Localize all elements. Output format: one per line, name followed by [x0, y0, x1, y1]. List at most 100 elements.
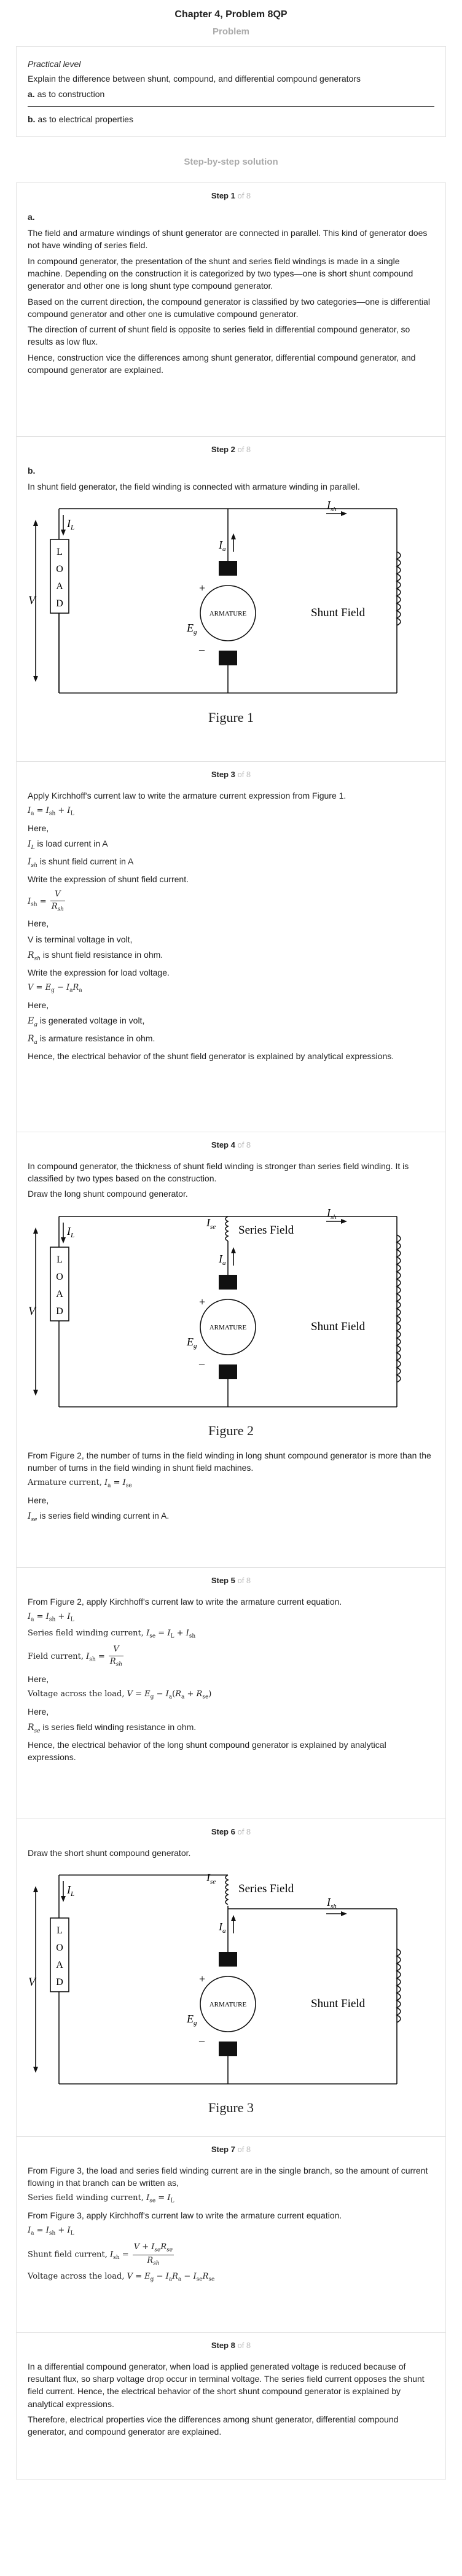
- load-letter: O: [56, 1943, 63, 1953]
- problem-part-a: a. as to construction: [28, 88, 105, 99]
- ise-label: Ise: [206, 1216, 216, 1231]
- step-paragraph: Draw the short shunt compound generator.: [28, 1847, 191, 1858]
- step-paragraph: From Figure 2, the number of turns in th…: [28, 1450, 431, 1473]
- plus-sign: +: [199, 582, 205, 594]
- il-label: IL: [66, 517, 74, 531]
- step-label: b.: [28, 465, 36, 476]
- here-text: Here,: [28, 1000, 49, 1010]
- v-label: V: [28, 1976, 37, 1989]
- here-text: Here,: [28, 823, 49, 833]
- step-6: Step 6 of 8 Draw the short shunt compoun…: [16, 1818, 446, 2137]
- step-title: Step 8 of 8: [211, 2340, 251, 2350]
- step-title: Step 4 of 8: [211, 1140, 251, 1149]
- plus-sign: +: [199, 1296, 205, 1308]
- eg-label: Eg: [186, 2013, 197, 2027]
- step-paragraph: Therefore, electrical properties vice th…: [28, 2414, 399, 2437]
- step-paragraph: In shunt field generator, the field wind…: [28, 482, 360, 492]
- problem-heading: Problem: [212, 26, 249, 37]
- load-letter: A: [56, 1960, 63, 1970]
- var-desc: Ise is series field winding current in A…: [28, 1511, 170, 1524]
- armature-label: ARMATURE: [209, 2001, 247, 2008]
- shunt-field-label: Shunt Field: [311, 1320, 366, 1333]
- equation: Ia = Ish + IL: [28, 1612, 74, 1623]
- step-1: Step 1 of 8 a. The field and armature wi…: [16, 182, 446, 437]
- var-desc: Ish is shunt field current in A: [28, 856, 134, 869]
- equation: Voltage across the load, V = Eg − Ia(Ra …: [28, 1689, 212, 1701]
- equation: Voltage across the load, V = Eg − IaRa −…: [28, 2272, 215, 2283]
- plus-sign: +: [199, 1973, 205, 1985]
- step-title: Step 6 of 8: [211, 1826, 251, 1836]
- step-paragraph: The field and armature windings of shunt…: [28, 228, 428, 251]
- load-letter: O: [56, 564, 63, 574]
- problem-box: Practical level Explain the difference b…: [16, 45, 446, 138]
- load-letter: D: [56, 1977, 63, 1987]
- shunt-field-label: Shunt Field: [311, 1997, 366, 2010]
- eg-label: Eg: [186, 1336, 197, 1350]
- minus-sign: –: [198, 1357, 205, 1369]
- figure-caption: Figure 1: [208, 709, 254, 725]
- step-paragraph: Draw the long shunt compound generator.: [28, 1189, 188, 1199]
- load-letter: A: [56, 581, 63, 592]
- step-paragraph: In compound generator, the thickness of …: [28, 1161, 409, 1184]
- load-letter: D: [56, 1306, 63, 1317]
- equation: Series field winding current, Ise = IL: [28, 2193, 174, 2204]
- ish-label: Ish: [326, 499, 337, 513]
- here-text: Here,: [28, 1674, 49, 1684]
- step-4: Step 4 of 8 In compound generator, the t…: [16, 1132, 446, 1568]
- step-paragraph: From Figure 3, the load and series field…: [28, 2165, 428, 2188]
- step-paragraph: Write the expression of shunt field curr…: [28, 874, 189, 884]
- ise-label: Ise: [206, 1871, 216, 1885]
- series-field-label: Series Field: [238, 1882, 294, 1895]
- problem-question: Explain the difference between shunt, co…: [28, 74, 361, 84]
- solution-heading: Step-by-step solution: [184, 157, 278, 168]
- problem-part-b: b. as to electrical properties: [28, 114, 133, 124]
- minus-sign: –: [198, 643, 205, 656]
- armature-label: ARMATURE: [209, 610, 247, 617]
- step-2: Step 2 of 8 b. In shunt field generator,…: [16, 436, 446, 762]
- short-shunt-diagram: ARMATURE L O A D Shunt Field Series Fiel…: [28, 1871, 401, 2085]
- step-paragraph: Hence, construction vice the differences…: [28, 352, 416, 375]
- step-paragraph: Hence, the electrical behavior of the sh…: [28, 1051, 394, 1061]
- step-paragraph: In compound generator, the presentation …: [28, 256, 413, 291]
- shunt-generator-diagram: ARMATURE L O A D Shunt Field V IL Ia Ish…: [28, 499, 401, 694]
- equation: Ia = Ish + IL: [28, 2226, 74, 2237]
- step-3: Step 3 of 8 Apply Kirchhoff's current la…: [16, 761, 446, 1132]
- step-paragraph: From Figure 2, apply Kirchhoff's current…: [28, 1596, 342, 1607]
- step-title: Step 3 of 8: [211, 769, 251, 779]
- step-title: Step 7 of 8: [211, 2144, 251, 2154]
- ish-label: Ish: [326, 1207, 337, 1221]
- load-letter: O: [56, 1272, 63, 1282]
- il-label: IL: [66, 1225, 74, 1239]
- load-letter: D: [56, 598, 63, 609]
- var-desc: Rse is series field winding resistance i…: [28, 1722, 197, 1734]
- v-label: V: [28, 1305, 37, 1318]
- armature-label: ARMATURE: [209, 1324, 247, 1331]
- load-letter: A: [56, 1289, 63, 1299]
- step-paragraph: Based on the current direction, the comp…: [28, 296, 430, 319]
- ia-label: Ia: [218, 1253, 226, 1267]
- var-desc: Eg is generated voltage in volt,: [28, 1016, 145, 1028]
- step-paragraph: Hence, the electrical behavior of the lo…: [28, 1739, 386, 1763]
- var-desc: V is terminal voltage in volt,: [28, 934, 133, 944]
- step-label: a.: [28, 211, 35, 222]
- step-paragraph: The direction of current of shunt field …: [28, 324, 410, 347]
- step-title: Step 2 of 8: [211, 444, 251, 454]
- equation: Series field winding current, Ise = IL +…: [28, 1628, 196, 1640]
- divider: [28, 106, 434, 107]
- equation: Armature current, Ia = Ise: [28, 1478, 132, 1489]
- var-desc: Rsh is shunt field resistance in ohm.: [28, 950, 163, 962]
- problem-level: Practical level: [28, 58, 81, 69]
- ish-label: Ish: [326, 1896, 337, 1910]
- equation: Ia = Ish + IL: [28, 806, 74, 817]
- ia-label: Ia: [218, 1920, 226, 1935]
- here-text: Here,: [28, 918, 49, 929]
- equation: V = Eg − IaRa: [28, 983, 82, 994]
- series-field-label: Series Field: [238, 1224, 294, 1237]
- here-text: Here,: [28, 1706, 49, 1717]
- step-paragraph: From Figure 3, apply Kirchhoff's current…: [28, 2210, 342, 2220]
- step-5: Step 5 of 8 From Figure 2, apply Kirchho…: [16, 1567, 446, 1819]
- step-8: Step 8 of 8 In a differential compound g…: [16, 2332, 446, 2480]
